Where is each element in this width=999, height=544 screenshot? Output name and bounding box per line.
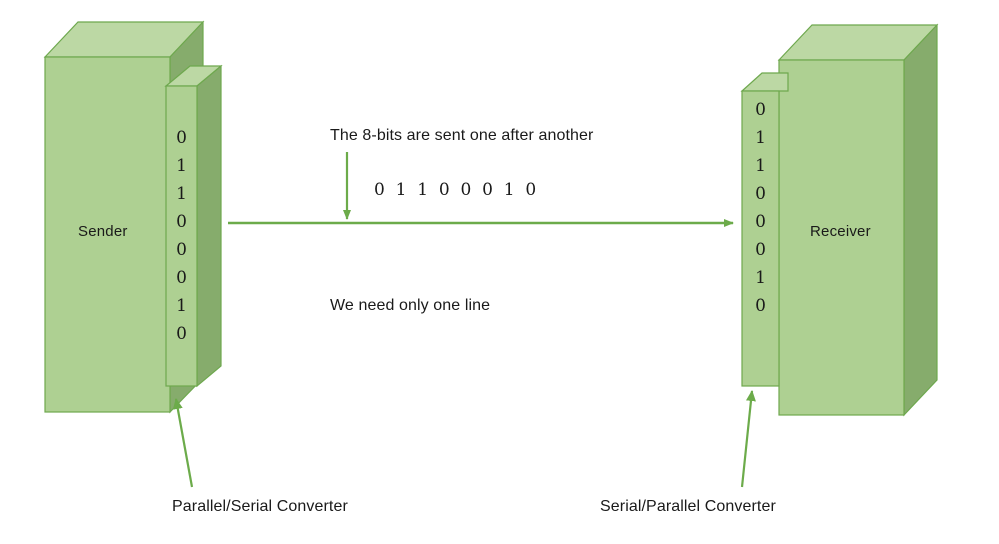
channel-note-bottom: We need only one line: [330, 297, 491, 314]
sender-box-front-face: [44, 56, 171, 413]
sender-converter-bit-6: 1: [176, 296, 187, 316]
parallel-serial-converter-caption: Parallel/Serial Converter: [172, 498, 348, 515]
receiver-label: Receiver: [810, 223, 871, 240]
sender-converter-bit-2: 1: [176, 184, 187, 204]
sender-converter-bit-3: 0: [176, 212, 187, 232]
serial-bitstream-text: 0 1 1 0 0 0 1 0: [374, 180, 537, 200]
receiver-box-side-face: [903, 23, 938, 417]
sender-converter-bit-column: 0 1 1 0 0 0 1 0: [166, 124, 197, 348]
sender-converter-bit-1: 1: [176, 156, 187, 176]
receiver-converter-bit-4: 0: [755, 212, 766, 232]
sender-label: Sender: [78, 223, 128, 240]
sender-converter-bit-0: 0: [176, 128, 187, 148]
receiver-converter-bit-7: 0: [755, 296, 766, 316]
serial-parallel-converter-caption: Serial/Parallel Converter: [600, 498, 776, 515]
parallel-serial-callout-arrow: [172, 398, 194, 488]
receiver-converter-bit-5: 0: [755, 240, 766, 260]
receiver-converter-bit-0: 0: [755, 100, 766, 120]
channel-note-top: The 8-bits are sent one after another: [330, 127, 594, 144]
receiver-box-front-face: [778, 59, 905, 416]
receiver-converter-bit-2: 1: [755, 156, 766, 176]
receiver-converter-bit-6: 1: [755, 268, 766, 288]
sender-converter-side-face: [196, 64, 222, 388]
sender-converter-bit-4: 0: [176, 240, 187, 260]
receiver-converter-top-face: [740, 72, 789, 92]
receiver-converter-bit-column: 0 1 1 0 0 0 1 0: [742, 96, 779, 320]
sender-converter-front-face: [165, 85, 198, 387]
sender-converter-bit-5: 0: [176, 268, 187, 288]
receiver-converter-bit-1: 1: [755, 128, 766, 148]
serial-parallel-callout-arrow: [740, 390, 756, 488]
receiver-converter-front-face: [741, 90, 780, 387]
sender-converter-bit-7: 0: [176, 324, 187, 344]
receiver-converter-bit-3: 0: [755, 184, 766, 204]
